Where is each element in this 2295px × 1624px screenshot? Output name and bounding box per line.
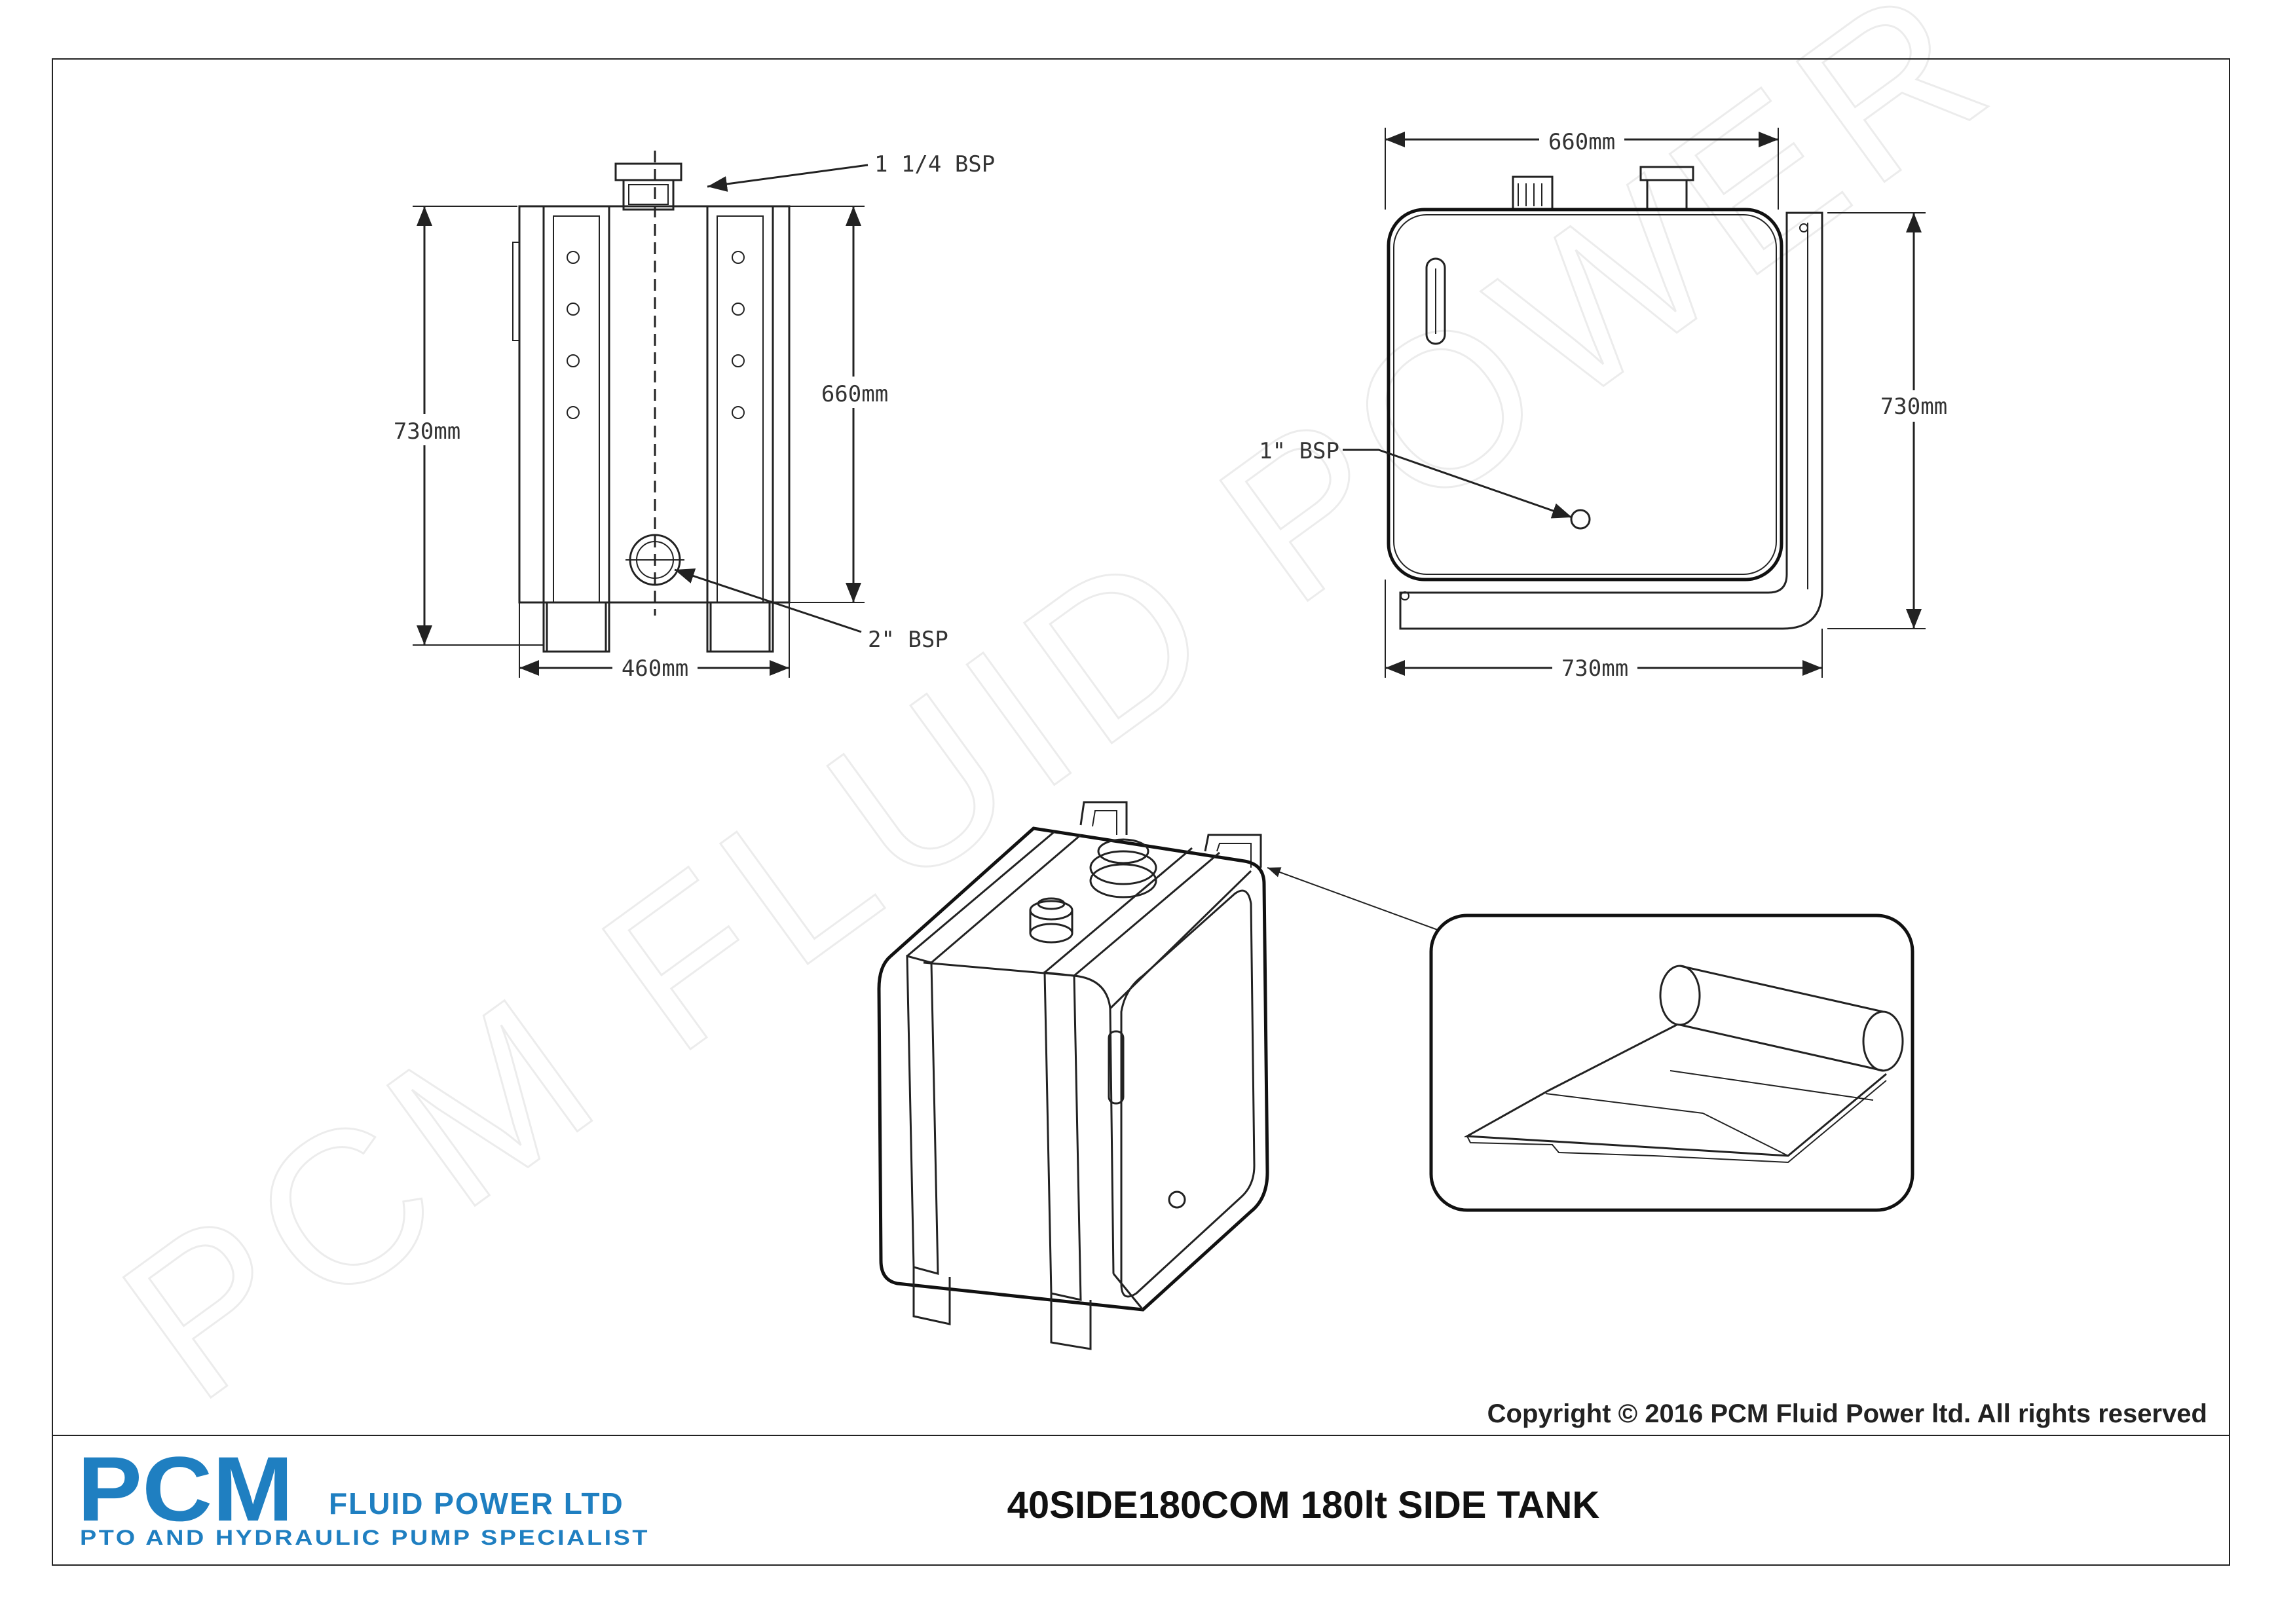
drawing-title: 40SIDE180COM 180lt SIDE TANK	[1007, 1484, 1600, 1526]
company-logo: PCM FLUID POWER LTD PTO AND HYDRAULIC PU…	[77, 1437, 650, 1549]
front-view	[413, 151, 868, 678]
drawing-border	[52, 58, 2230, 1566]
top-port-label: 1 1/4 BSP	[874, 151, 995, 177]
copyright-notice: Copyright © 2016 PCM Fluid Power ltd. Al…	[1487, 1399, 2207, 1428]
side-height-label: 730mm	[1880, 394, 1947, 420]
front-height-outer-label: 730mm	[394, 418, 460, 445]
front-height-inner-label: 660mm	[821, 381, 888, 407]
logo-fluid-power: FLUID POWER LTD	[329, 1486, 624, 1521]
side-bottom-width-label: 730mm	[1561, 655, 1628, 682]
watermark: PCM FLUID POWER	[81, 0, 2034, 1445]
bottom-port-label: 2" BSP	[868, 627, 948, 653]
hinge-detail-inset	[1429, 913, 1914, 1212]
front-width-label: 460mm	[622, 655, 688, 682]
side-port-label: 1" BSP	[1259, 438, 1339, 464]
side-top-width-label: 660mm	[1548, 129, 1615, 155]
logo-pcm: PCM	[77, 1437, 293, 1540]
isometric-view	[877, 801, 1438, 1350]
logo-tagline: PTO AND HYDRAULIC PUMP SPECIALIST	[80, 1526, 650, 1549]
